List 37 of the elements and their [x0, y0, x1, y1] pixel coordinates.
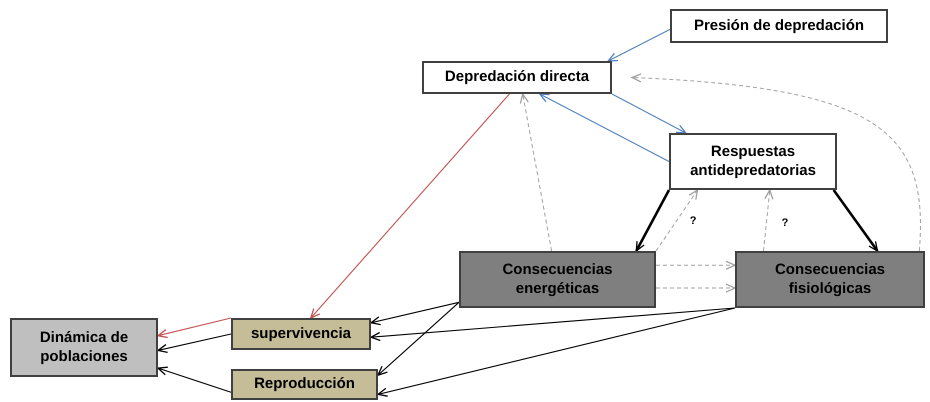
arrow: [310, 94, 510, 319]
arrow: [656, 189, 698, 252]
outcome-box: [735, 251, 925, 308]
arrow: [631, 73, 921, 252]
arrow: [370, 302, 460, 326]
box-label: Reproducción: [254, 375, 355, 394]
arrow: [635, 189, 670, 252]
box-label: supervivencia: [250, 324, 352, 344]
arrow: [377, 302, 460, 376]
concept-box: [670, 9, 888, 43]
arrow: [763, 189, 774, 252]
arrow: [832, 189, 879, 252]
box-label: Respuestas antidepredatorias: [689, 142, 817, 180]
result-box: [10, 318, 158, 377]
box-label: Dinámica de poblaciones: [38, 328, 130, 366]
edge-label: ?: [780, 218, 790, 228]
arrow: [520, 93, 552, 252]
box-label: Consecuencias fisiológicas: [774, 260, 886, 298]
box-label: Consecuencias energéticas: [501, 260, 614, 298]
arrow: [157, 333, 232, 354]
arrow: [377, 307, 736, 397]
arrow: [612, 94, 686, 134]
arrow: [656, 283, 736, 293]
arrow: [608, 28, 670, 62]
concept-box: [422, 61, 612, 94]
box-label: Presión de depredación: [694, 16, 864, 36]
outcome-box: [231, 318, 371, 350]
edge-label: ?: [688, 216, 698, 226]
arrow: [656, 260, 736, 270]
concept-box: [669, 133, 837, 190]
arrow: [157, 317, 232, 338]
arrow: [370, 307, 736, 342]
outcome-box: [459, 251, 656, 308]
arrow: [539, 93, 670, 162]
arrow: [157, 366, 232, 393]
outcome-box: [231, 369, 378, 400]
box-label: Depredación directa: [444, 68, 590, 87]
